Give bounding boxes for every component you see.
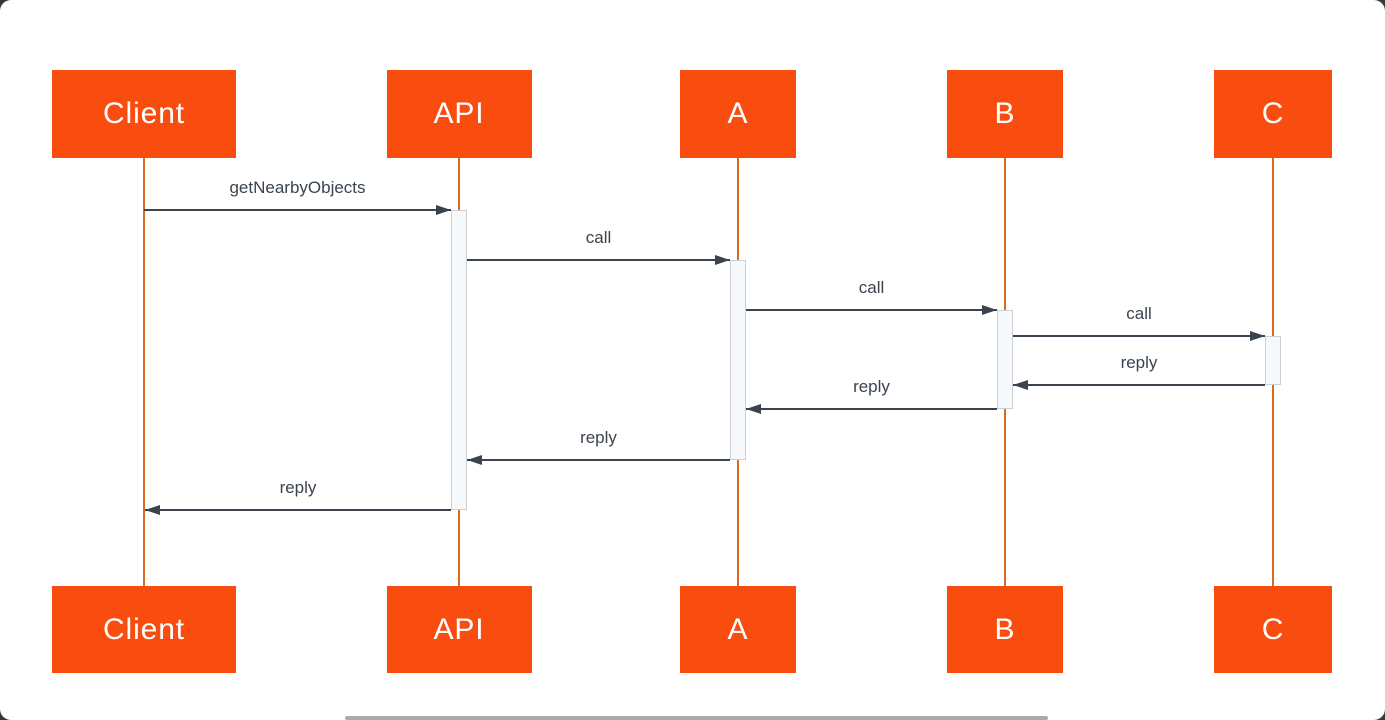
message-line-a-api [467,458,730,462]
actor-top-c: C [1214,70,1332,158]
actor-label-a: A [727,612,749,646]
message-arrowhead-right-icon [436,204,451,215]
actor-label-c: C [1261,612,1285,646]
message-line-client-api [144,208,451,212]
message-arrowhead-right-icon [1250,330,1265,341]
message-label-api-client: reply [279,478,317,497]
activation-a [730,260,746,460]
actor-label-client: Client [102,97,186,130]
message-line-c-b [1013,383,1265,387]
message-arrowhead-left-icon [1013,379,1028,390]
actor-top-b: B [947,70,1063,158]
actor-bottom-api: API [386,586,532,673]
actor-top-client: Client [52,70,236,158]
actor-label-b: B [994,612,1016,646]
activation-c [1265,336,1281,385]
activation-api [451,210,467,510]
message-arrowhead-right-icon [715,254,730,265]
actor-label-api: API [433,612,485,646]
message-label-client-api: getNearbyObjects [229,178,366,197]
actor-top-a: A [680,70,796,158]
activation-b [997,310,1013,409]
actor-bottom-c: C [1214,586,1332,673]
actor-bottom-client: Client [52,586,236,673]
message-line-b-c [1013,334,1265,338]
actor-bottom-a: A [680,586,796,673]
message-label-a-api: reply [580,428,617,447]
actor-label-b: B [994,97,1016,130]
actor-bottom-b: B [947,586,1063,673]
message-line-api-a [467,258,730,262]
horizontal-scrollbar-thumb[interactable] [345,716,1048,720]
lifeline-client [143,158,145,586]
message-label-c-b: reply [1120,353,1158,372]
message-label-api-a: call [585,228,612,247]
actor-label-c: C [1261,97,1285,130]
actor-top-api: API [386,70,532,158]
actor-label-client: Client [102,612,186,646]
message-arrowhead-left-icon [467,454,482,465]
actor-label-a: A [727,97,749,130]
message-line-a-b [746,308,997,312]
message-arrowhead-right-icon [982,304,997,315]
message-arrowhead-left-icon [746,403,761,414]
message-label-a-b: call [858,278,885,297]
message-arrowhead-left-icon [145,504,160,515]
actor-label-api: API [433,97,485,130]
message-line-b-a [746,407,997,411]
message-label-b-a: reply [853,377,890,396]
message-line-api-client [145,508,451,512]
message-label-b-c: call [1126,304,1152,323]
